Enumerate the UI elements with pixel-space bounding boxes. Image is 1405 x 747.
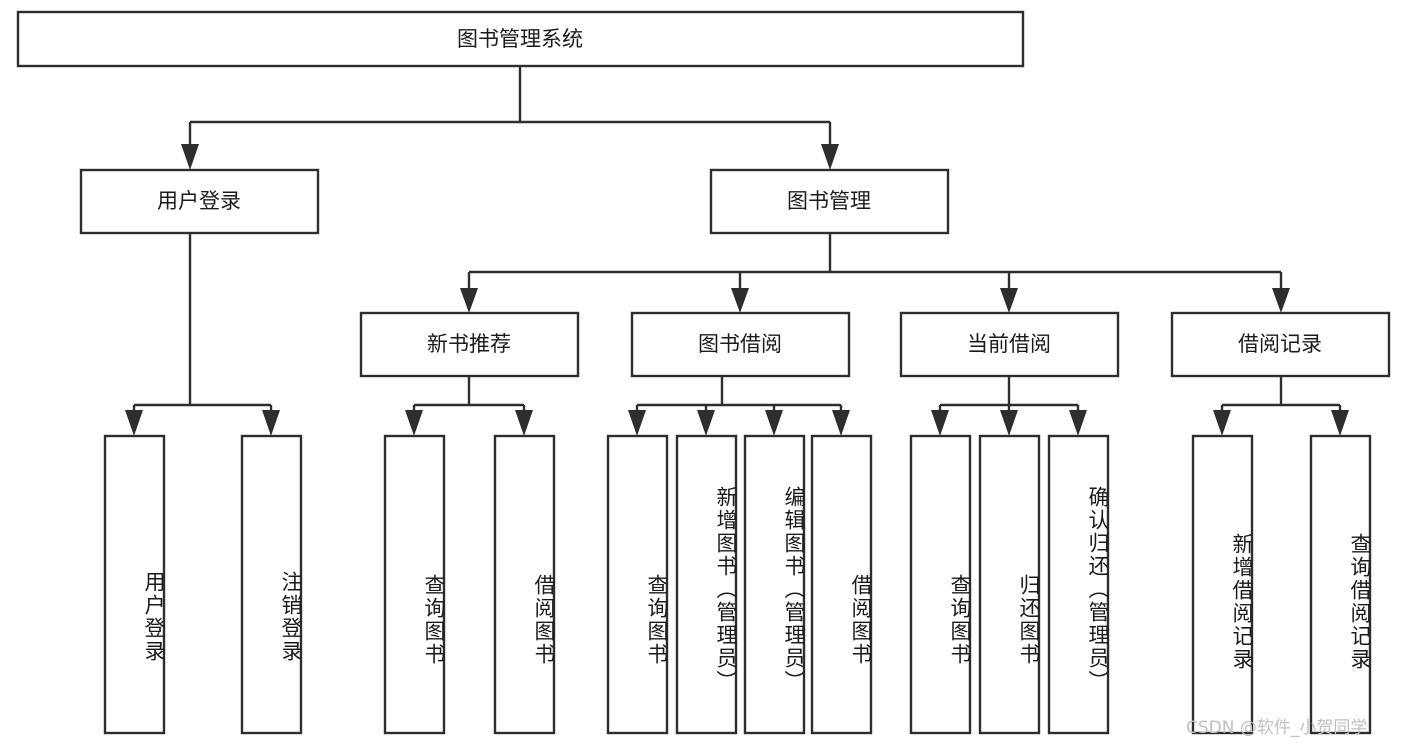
node-borrow-record-label: 借阅记录 bbox=[1238, 332, 1322, 356]
leaf-box-add-record[interactable] bbox=[1191, 434, 1254, 735]
arrow-head-icon bbox=[628, 410, 646, 436]
leaf-box-query-book-1[interactable] bbox=[383, 434, 446, 735]
node-book-borrow-label: 图书借阅 bbox=[698, 332, 782, 356]
arrow-head-icon bbox=[697, 410, 715, 436]
leaf-box-borrow-book-1[interactable] bbox=[493, 434, 556, 735]
node-user-login-label: 用户登录 bbox=[157, 189, 241, 213]
connector-bookborrow-to-leaves bbox=[628, 376, 850, 436]
leaf-box-add-book[interactable] bbox=[675, 434, 738, 735]
connector-root-to-level2 bbox=[181, 66, 839, 170]
arrow-head-icon bbox=[460, 288, 478, 313]
node-user-login[interactable]: 用户登录 bbox=[79, 168, 320, 235]
leaf-box-confirm-return[interactable] bbox=[1047, 434, 1110, 735]
arrow-head-icon bbox=[125, 410, 143, 436]
leaf-box-return-book[interactable] bbox=[978, 434, 1041, 735]
arrow-head-icon bbox=[405, 410, 423, 436]
arrow-head-icon bbox=[765, 410, 783, 436]
leaf-box-borrow-book-2[interactable] bbox=[810, 434, 873, 735]
node-book-management-box[interactable] bbox=[709, 168, 950, 235]
connector-userlogin-to-leaves bbox=[125, 233, 280, 436]
arrow-head-icon bbox=[262, 410, 280, 436]
arrow-head-icon bbox=[181, 144, 199, 170]
node-root-label: 图书管理系统 bbox=[457, 27, 583, 51]
leaf-box-user-login[interactable] bbox=[103, 434, 166, 735]
node-book-borrow-box[interactable] bbox=[630, 311, 851, 378]
connector-currentborrow-to-leaves bbox=[931, 376, 1087, 436]
arrow-head-icon bbox=[1000, 288, 1018, 313]
arrow-head-icon bbox=[515, 410, 533, 436]
node-book-management-label: 图书管理 bbox=[787, 189, 871, 213]
arrow-head-icon bbox=[1331, 410, 1349, 436]
node-borrow-record[interactable]: 借阅记录 bbox=[1170, 311, 1391, 378]
arrow-head-icon bbox=[931, 410, 949, 436]
leaf-box-edit-book[interactable] bbox=[743, 434, 806, 735]
node-book-management[interactable]: 图书管理 bbox=[709, 168, 950, 235]
arrow-head-icon bbox=[821, 144, 839, 170]
node-book-borrow[interactable]: 图书借阅 bbox=[630, 311, 851, 378]
node-user-login-box[interactable] bbox=[79, 168, 320, 235]
node-new-book-recommend-label: 新书推荐 bbox=[427, 332, 511, 356]
connector-borrowrecord-to-leaves bbox=[1213, 376, 1349, 436]
node-current-borrow-box[interactable] bbox=[899, 311, 1120, 378]
node-borrow-record-box[interactable] bbox=[1170, 311, 1391, 378]
leaf-box-logout-login[interactable] bbox=[240, 434, 303, 735]
node-current-borrow-label: 当前借阅 bbox=[967, 332, 1051, 356]
node-new-book-recommend-box[interactable] bbox=[359, 311, 580, 378]
leaf-boxes bbox=[103, 434, 1372, 735]
arrow-head-icon bbox=[832, 410, 850, 436]
connector-bookmanagement-to-level3 bbox=[460, 233, 1290, 313]
connector-newbook-to-leaves bbox=[405, 376, 533, 436]
leaf-box-query-book-2[interactable] bbox=[606, 434, 669, 735]
node-current-borrow[interactable]: 当前借阅 bbox=[899, 311, 1120, 378]
arrow-head-icon bbox=[1069, 410, 1087, 436]
arrow-head-icon bbox=[1272, 288, 1290, 313]
node-root-box[interactable] bbox=[16, 10, 1025, 68]
leaf-box-query-book-3[interactable] bbox=[909, 434, 972, 735]
node-new-book-recommend[interactable]: 新书推荐 bbox=[359, 311, 580, 378]
arrow-head-icon bbox=[1213, 410, 1231, 436]
leaf-box-query-record[interactable] bbox=[1309, 434, 1372, 735]
watermark-text: CSDN @软件_小贺同学 bbox=[1186, 718, 1368, 738]
arrow-head-icon bbox=[1000, 410, 1018, 436]
arrow-head-icon bbox=[731, 288, 749, 313]
node-root[interactable]: 图书管理系统 bbox=[16, 10, 1025, 68]
